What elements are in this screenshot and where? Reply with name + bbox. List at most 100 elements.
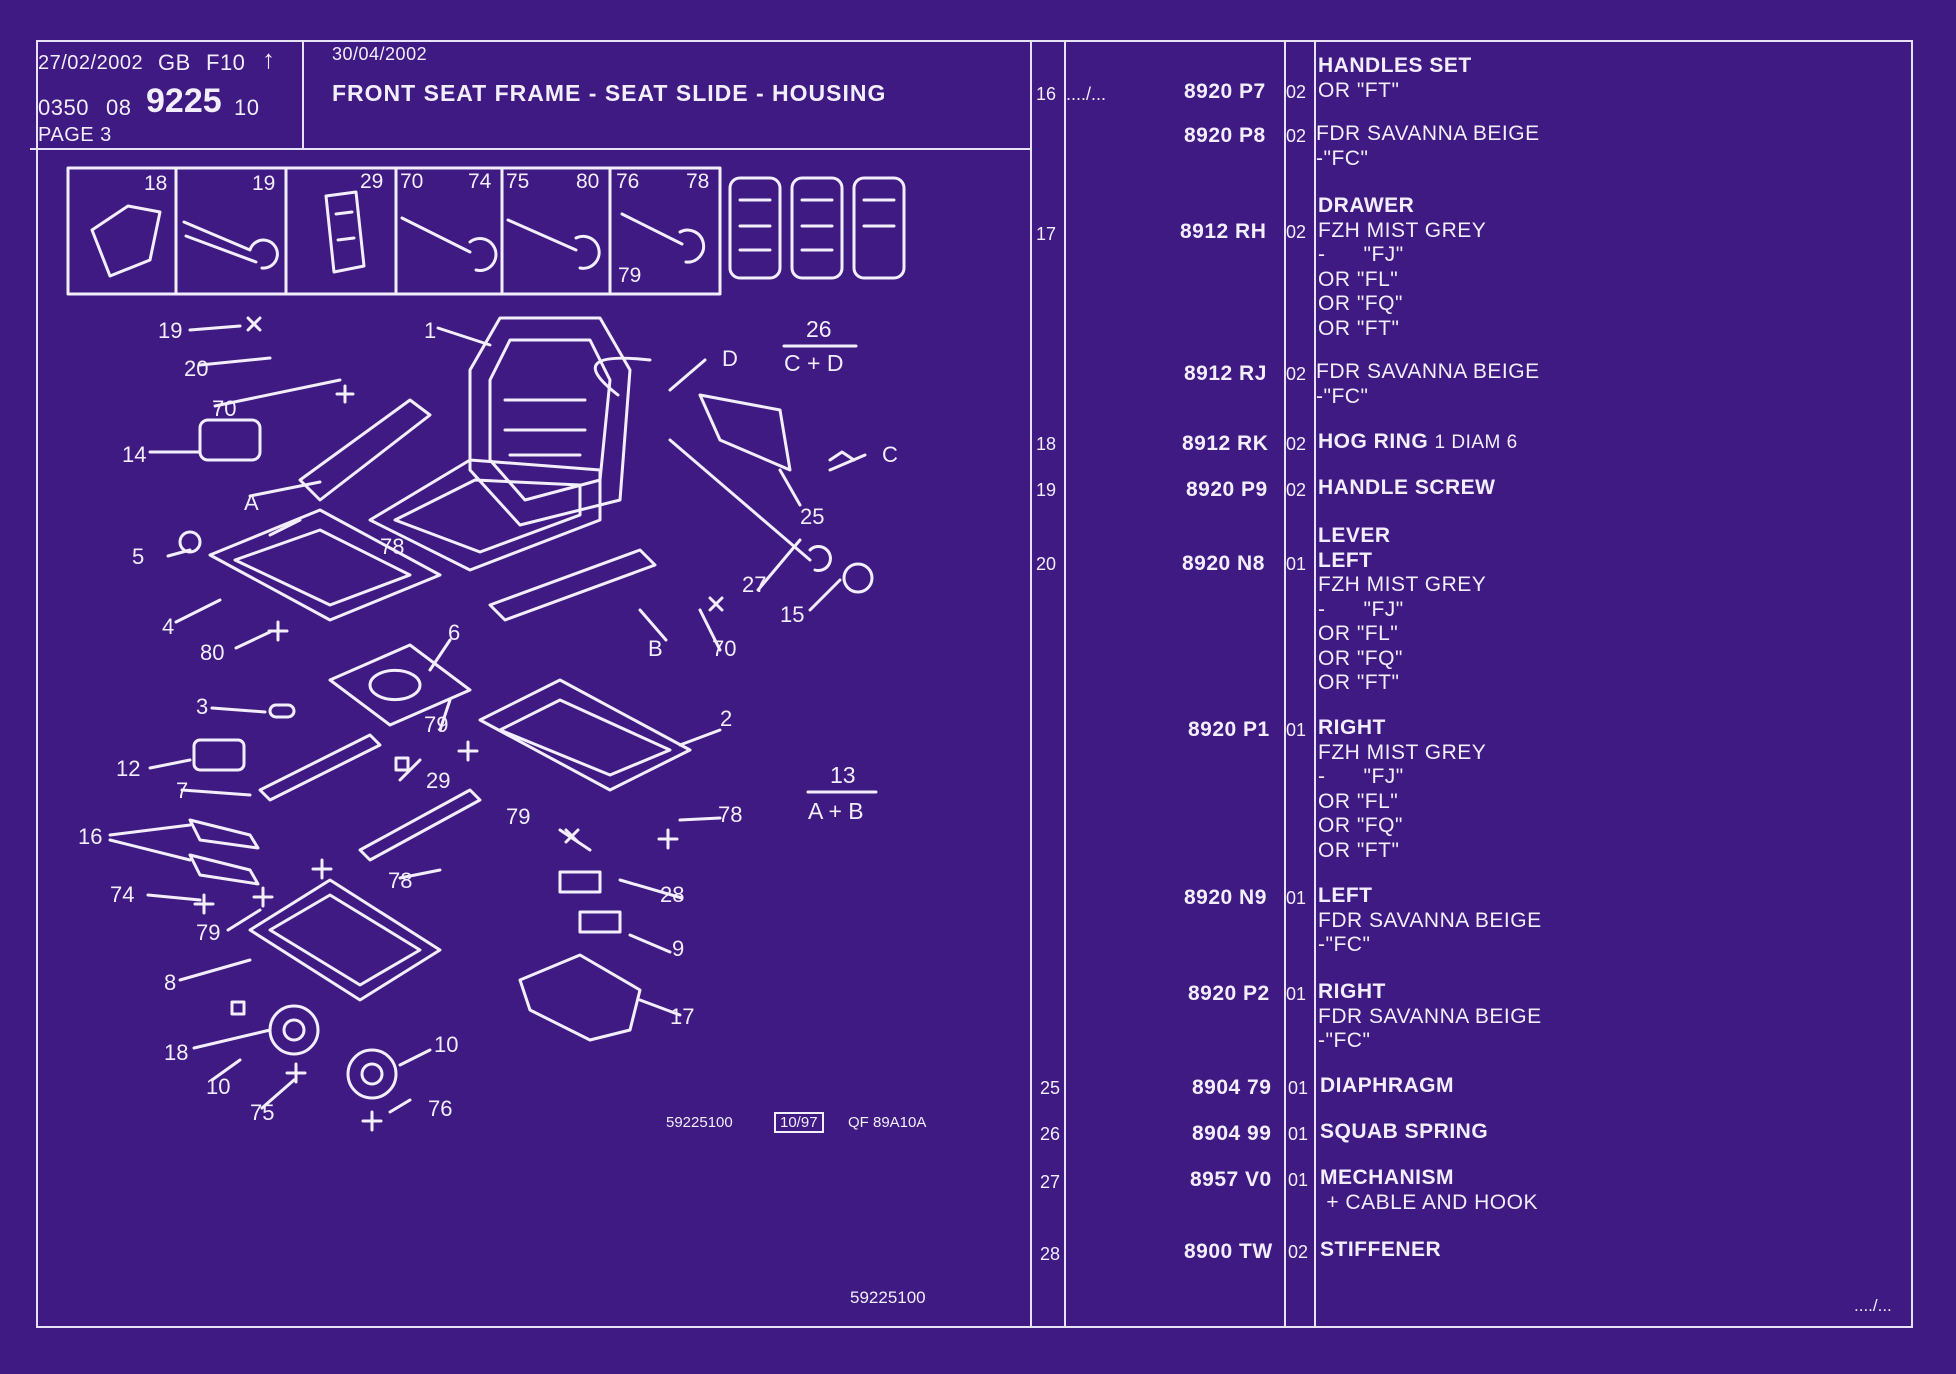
diagram-date-box: 10/97 bbox=[774, 1112, 824, 1133]
part-ref: 8957 V0 bbox=[1190, 1168, 1272, 1191]
continuation-marker: ..../... bbox=[1854, 1296, 1892, 1315]
part-description: RIGHT FZH MIST GREY - "FJ" OR "FL" OR "F… bbox=[1318, 716, 1486, 863]
desc-line: OR "FL" bbox=[1318, 267, 1399, 291]
desc-line: OR "FL" bbox=[1318, 622, 1399, 645]
callout: 78 bbox=[718, 802, 743, 827]
thumb-label-70: 70 bbox=[400, 170, 424, 193]
row-index: 26 bbox=[1040, 1124, 1061, 1144]
part-code: 01 bbox=[1286, 888, 1307, 908]
desc-line: FDR SAVANNA BEIGE bbox=[1316, 122, 1540, 145]
part-code: 02 bbox=[1286, 480, 1307, 500]
desc-line: OR "FT" bbox=[1318, 78, 1400, 102]
desc-line: OR "FT" bbox=[1318, 316, 1400, 340]
callout: 6 bbox=[448, 620, 461, 645]
callout: 18 bbox=[164, 1040, 189, 1065]
desc-line: RIGHT bbox=[1318, 716, 1386, 739]
thumb-label-80: 80 bbox=[576, 170, 600, 193]
desc-line: FZH MIST GREY bbox=[1318, 740, 1487, 764]
part-code: 01 bbox=[1286, 984, 1307, 1004]
diagram-qf: QF 89A10A bbox=[848, 1114, 927, 1131]
part-description: HANDLES SET OR "FT" bbox=[1318, 54, 1472, 103]
callout: 5 bbox=[132, 544, 145, 569]
header-code: F10 bbox=[206, 50, 246, 75]
thumb-label-18: 18 bbox=[144, 172, 168, 195]
row-continuation: ..../... bbox=[1066, 84, 1107, 104]
thumb-label-76: 76 bbox=[616, 170, 640, 193]
callout: 70 bbox=[712, 636, 737, 661]
part-ref: 8920 N8 bbox=[1182, 552, 1265, 575]
row-index: 16 bbox=[1036, 84, 1057, 104]
callout: 74 bbox=[110, 882, 135, 907]
desc-line: MECHANISM bbox=[1320, 1166, 1454, 1189]
row-index: 17 bbox=[1036, 224, 1057, 244]
desc-line: HANDLE SCREW bbox=[1318, 476, 1496, 499]
callout: 2 bbox=[720, 706, 733, 731]
row-index: 25 bbox=[1040, 1078, 1061, 1098]
callout: 76 bbox=[428, 1096, 453, 1121]
part-ref: 8920 P9 bbox=[1186, 478, 1268, 501]
callout: 4 bbox=[162, 614, 175, 639]
callout: 10 bbox=[434, 1032, 459, 1057]
callout: 78 bbox=[380, 534, 405, 559]
fraction-1-numerator: 26 bbox=[806, 316, 832, 342]
part-code: 02 bbox=[1286, 434, 1307, 454]
desc-line: -"FC" bbox=[1316, 384, 1369, 408]
callout: C bbox=[882, 442, 898, 467]
desc-line: FDR SAVANNA BEIGE bbox=[1316, 360, 1540, 383]
row-index: 28 bbox=[1040, 1244, 1061, 1264]
callout: 7 bbox=[176, 778, 189, 803]
header-left-divider bbox=[302, 42, 304, 148]
callout: 78 bbox=[388, 868, 413, 893]
part-ref: 8920 P8 bbox=[1184, 124, 1266, 147]
thumb-label-75: 75 bbox=[506, 170, 530, 193]
callout: 10 bbox=[206, 1074, 231, 1099]
part-code: 01 bbox=[1286, 720, 1307, 740]
desc-line: OR "FQ" bbox=[1318, 292, 1403, 315]
callout: 14 bbox=[122, 442, 147, 467]
part-ref: 8920 P7 bbox=[1184, 80, 1266, 103]
desc-extra: 1 DIAM 6 bbox=[1434, 432, 1518, 453]
callout: 28 bbox=[660, 882, 685, 907]
desc-line: SQUAB SPRING bbox=[1320, 1120, 1489, 1143]
part-code: 02 bbox=[1286, 222, 1307, 242]
page-ref: 59225100 bbox=[850, 1288, 926, 1307]
part-code: 01 bbox=[1288, 1170, 1309, 1190]
part-ref: 8912 RK bbox=[1182, 432, 1269, 455]
index-column-divider bbox=[1064, 42, 1066, 1326]
desc-line: FDR SAVANNA BEIGE bbox=[1318, 1004, 1542, 1028]
callout: 1 bbox=[424, 318, 437, 343]
callout: 16 bbox=[78, 824, 103, 849]
desc-line: DRAWER bbox=[1318, 194, 1415, 217]
part-ref: 8912 RH bbox=[1180, 220, 1267, 243]
arrow-up-icon: ↑ bbox=[262, 44, 275, 74]
part-description: HOG RING 1 DIAM 6 bbox=[1318, 430, 1518, 456]
ref-column-divider bbox=[1284, 42, 1286, 1326]
callout: 79 bbox=[196, 920, 221, 945]
desc-line: HOG RING bbox=[1318, 430, 1429, 453]
callout: A bbox=[244, 490, 259, 515]
header-group: 9225 bbox=[146, 82, 222, 120]
desc-line: + CABLE AND HOOK bbox=[1320, 1190, 1538, 1214]
fraction-2-denominator: A + B bbox=[808, 798, 864, 824]
thumb-label-19: 19 bbox=[252, 172, 276, 195]
part-description: HANDLE SCREW bbox=[1318, 476, 1496, 501]
row-index: 18 bbox=[1036, 434, 1057, 454]
part-code: 02 bbox=[1286, 82, 1307, 102]
header-date: 27/02/2002 bbox=[38, 52, 144, 74]
desc-line: OR "FQ" bbox=[1318, 814, 1403, 837]
callout: D bbox=[722, 346, 738, 371]
callout: 27 bbox=[742, 572, 767, 597]
callout: B bbox=[648, 636, 663, 661]
desc-line: HANDLES SET bbox=[1318, 54, 1472, 77]
desc-line: -"FC" bbox=[1318, 933, 1371, 956]
row-index: 27 bbox=[1040, 1172, 1061, 1192]
desc-line: FZH MIST GREY bbox=[1318, 218, 1487, 242]
part-description: STIFFENER bbox=[1320, 1238, 1441, 1263]
callout: 80 bbox=[200, 640, 225, 665]
callout: 29 bbox=[426, 768, 451, 793]
part-ref: 8904 99 bbox=[1192, 1122, 1272, 1145]
part-code: 01 bbox=[1288, 1078, 1309, 1098]
desc-line: -"FC" bbox=[1318, 1029, 1371, 1052]
diagram-right-border bbox=[1030, 42, 1032, 1326]
desc-line: DIAPHRAGM bbox=[1320, 1074, 1454, 1097]
